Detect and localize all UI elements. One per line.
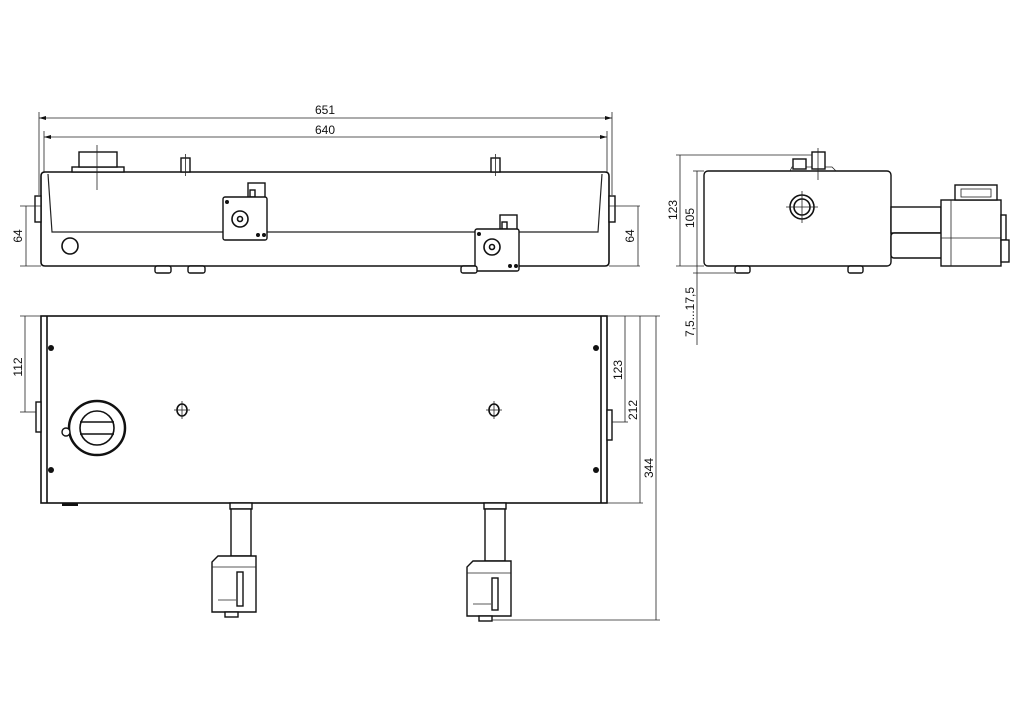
foot: [847, 265, 864, 274]
dimension-105-side: 105: [683, 170, 704, 266]
mount-hole: [486, 401, 502, 419]
side-view: 123 105 7,5...17,5: [666, 148, 1010, 345]
svg-text:123: 123: [666, 200, 680, 220]
screw: [48, 345, 54, 351]
dimension-212: 212: [607, 316, 643, 504]
dimension-123-side: 123: [666, 154, 812, 267]
svg-text:112: 112: [11, 357, 25, 376]
svg-text:7,5...17,5: 7,5...17,5: [683, 287, 697, 337]
dimension-344: 344: [492, 316, 660, 621]
top-motor-1: [211, 502, 257, 618]
foot: [460, 265, 478, 274]
svg-text:212: 212: [626, 400, 640, 420]
motor-bracket-2: [474, 214, 520, 272]
screw: [593, 345, 599, 351]
mount-hole: [174, 401, 190, 419]
dimension-foot-adjust: 7,5...17,5: [683, 266, 735, 345]
dimension-123-top: 123: [607, 315, 660, 423]
dim-label-640: 640: [315, 123, 335, 137]
port-circle: [61, 237, 79, 255]
cap-base: [71, 166, 125, 173]
svg-text:105: 105: [683, 208, 697, 228]
dimension-112: 112: [11, 315, 41, 413]
dim-label-651: 651: [315, 103, 335, 117]
dial-knob-icon: [61, 399, 127, 457]
foot: [154, 265, 172, 274]
foot: [734, 265, 751, 274]
svg-text:344: 344: [642, 458, 656, 478]
dimension-64-left: 64: [11, 205, 41, 267]
svg-text:123: 123: [611, 360, 625, 380]
top-housing: [40, 315, 608, 504]
front-view: 651 640: [11, 103, 640, 274]
dimension-64-right: 64: [609, 205, 640, 267]
top-view: 112 123 212 344: [11, 315, 660, 622]
screw: [48, 467, 54, 473]
dimension-640: 640: [43, 123, 608, 172]
cap-icon: [78, 151, 118, 168]
svg-text:64: 64: [11, 229, 25, 243]
screw: [593, 467, 599, 473]
dimension-651: 651: [38, 103, 613, 195]
foot: [187, 265, 206, 274]
front-housing: [40, 171, 610, 267]
top-motor-2: [466, 502, 512, 622]
svg-text:64: 64: [623, 229, 637, 243]
side-motor: [890, 184, 1010, 267]
motor-bracket-1: [222, 182, 268, 241]
